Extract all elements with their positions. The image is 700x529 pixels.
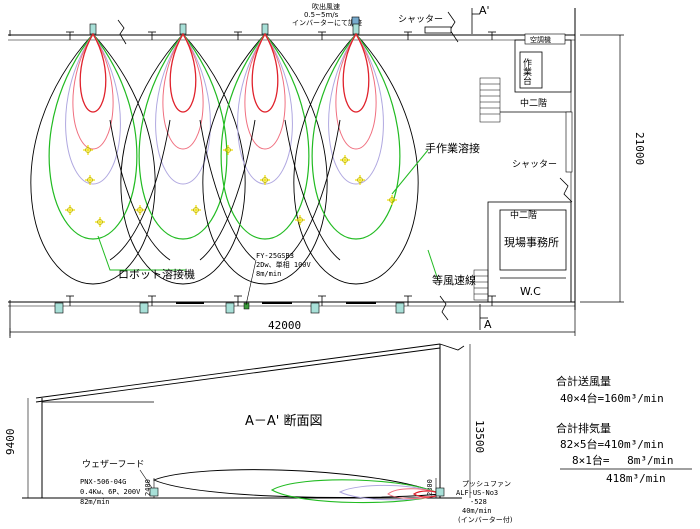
iso-velocity-contour bbox=[251, 32, 279, 113]
plan-view: シャッター A' 吹出風速 0.5~5m/s インバーターにて調整 bbox=[8, 2, 646, 338]
mezzanine-lower-label: 中二階 bbox=[510, 209, 537, 221]
iso-velocity-contour bbox=[311, 33, 401, 240]
dim-height: 21000 bbox=[633, 132, 646, 165]
shutter-top-label: シャッター bbox=[398, 14, 443, 25]
fan-right-spec-2: ALF-US-No3 bbox=[456, 489, 498, 497]
iso-velocity-contour bbox=[335, 33, 377, 150]
exhaust-fan-icon bbox=[225, 302, 235, 314]
iso-velocity-contour bbox=[72, 33, 114, 150]
top-fan-label-2: 0.5~5m/s bbox=[304, 11, 339, 19]
iso-velocity-contour bbox=[342, 32, 370, 113]
supply-fan-icon bbox=[261, 23, 269, 35]
robot-welding-label: ロボット溶接機 bbox=[118, 267, 195, 281]
iso-velocity-contour bbox=[244, 33, 286, 150]
top-fan-label-1: 吹出風速 bbox=[312, 2, 340, 11]
top-columns bbox=[66, 31, 496, 40]
weld-point-icon bbox=[85, 175, 95, 185]
weld-point-icon bbox=[135, 205, 145, 215]
manual-welding-label: 手作業溶接 bbox=[425, 141, 480, 155]
iso-velocity-contour bbox=[328, 33, 384, 185]
weld-point-icon bbox=[65, 205, 75, 215]
dim-width: 42000 bbox=[268, 319, 301, 332]
supply-fan-icon bbox=[352, 23, 360, 35]
dim-section-right: 13500 bbox=[473, 420, 486, 453]
shutter-right-label: シャッター bbox=[512, 159, 557, 170]
iso-velocity-contour bbox=[48, 33, 138, 240]
dim-small-left: 2400 bbox=[144, 479, 152, 496]
section-mark-top: A' bbox=[479, 4, 490, 17]
section-mark-bottom: A bbox=[484, 318, 492, 331]
weld-point-icon bbox=[191, 205, 201, 215]
iso-velocity-contour bbox=[138, 33, 228, 240]
exhaust-formula-2: 8×1台= 8m³/min bbox=[572, 453, 673, 467]
fan-left-spec-1: PNX-506-04G bbox=[80, 478, 126, 486]
weld-point-icon bbox=[295, 215, 305, 225]
weld-point-icon bbox=[260, 175, 270, 185]
totals-panel: 合計送風量 40×4台=160m³/min 合計排気量 82×5台=410m³/… bbox=[556, 374, 692, 485]
exhaust-fan-icon bbox=[310, 302, 320, 314]
iso-velocity-plumes bbox=[30, 32, 419, 285]
weld-point-icon bbox=[83, 145, 93, 155]
supply-formula: 40×4台=160m³/min bbox=[560, 391, 664, 405]
mezzanine-upper-label: 中二階 bbox=[520, 97, 547, 109]
iso-velocity-contour bbox=[120, 33, 246, 285]
exhaust-fan-icon bbox=[395, 302, 405, 314]
room-sagyo-label: 作業台 bbox=[521, 57, 532, 86]
exhaust-title: 合計排気量 bbox=[556, 421, 611, 435]
weather-hood-icon bbox=[149, 487, 159, 497]
flow-lines bbox=[109, 119, 341, 261]
fan-spec-2: 2Dw、単相 100V bbox=[256, 260, 312, 269]
exhaust-total: 418m³/min bbox=[606, 472, 666, 485]
fan-spec-1: FY-25GSB3 bbox=[256, 252, 294, 260]
top-fan-label-3: インバーターにて調整 bbox=[292, 18, 362, 27]
exhaust-fan-icon bbox=[139, 302, 149, 314]
supply-fan-icon bbox=[89, 23, 97, 35]
supply-fan-icon bbox=[179, 23, 187, 35]
welding-points bbox=[65, 145, 397, 227]
iso-velocity-contour bbox=[237, 33, 293, 185]
right-rooms: 空調機 作業台 中二階 シャッター 中二階 現場事務所 W.C bbox=[473, 33, 573, 303]
site-office-label: 現場事務所 bbox=[504, 235, 559, 249]
iso-wind-label: 等風速線 bbox=[432, 273, 476, 287]
room-small-label: 空調機 bbox=[530, 35, 551, 44]
iso-velocity-contour bbox=[79, 32, 107, 113]
iso-velocity-contour bbox=[169, 32, 197, 113]
exhaust-formula-1: 82×5台=410m³/min bbox=[560, 437, 664, 451]
bottom-columns bbox=[66, 295, 496, 306]
iso-velocity-contour bbox=[220, 33, 310, 240]
exhaust-fan-icon bbox=[54, 302, 64, 314]
iso-velocity-contour bbox=[202, 33, 328, 285]
fan-right-spec-3: -528 bbox=[470, 498, 487, 506]
iso-velocity-contour bbox=[30, 33, 156, 285]
supply-title: 合計送風量 bbox=[556, 374, 611, 388]
section-title: A－A' 断面図 bbox=[245, 414, 323, 429]
weld-point-icon bbox=[355, 175, 365, 185]
iso-velocity-contour bbox=[293, 33, 419, 285]
iso-velocity-contour bbox=[65, 33, 121, 185]
fan-right-spec-4: 40m/min bbox=[462, 507, 492, 515]
weld-point-icon bbox=[95, 217, 105, 227]
fan-right-spec-5: (インバーター付) bbox=[458, 515, 513, 524]
dim-section-left: 9400 bbox=[4, 429, 17, 456]
fan-left-spec-2: 0.4Kw、6P、200V bbox=[80, 488, 141, 496]
section-plume bbox=[152, 469, 442, 504]
exhaust-fans bbox=[54, 302, 405, 314]
weld-point-icon bbox=[223, 145, 233, 155]
weld-point-icon bbox=[340, 155, 350, 165]
iso-velocity-contour bbox=[155, 33, 211, 185]
wc-label: W.C bbox=[520, 285, 541, 298]
iso-velocity-contour bbox=[162, 33, 204, 150]
fan-right-spec-1: プッシュファン bbox=[462, 480, 511, 488]
push-fan-icon bbox=[435, 487, 445, 497]
dim-small-right: 2300 bbox=[426, 479, 434, 496]
weather-hood-label: ウェザーフード bbox=[82, 459, 144, 470]
section-view: A－A' 断面図 9400 13500 2400 2300 ウェザーフード PN… bbox=[4, 343, 513, 524]
fan-spec-3: 8m/min bbox=[256, 270, 281, 278]
weld-point-icon bbox=[387, 195, 397, 205]
fan-left-spec-3: 82m/min bbox=[80, 498, 110, 506]
